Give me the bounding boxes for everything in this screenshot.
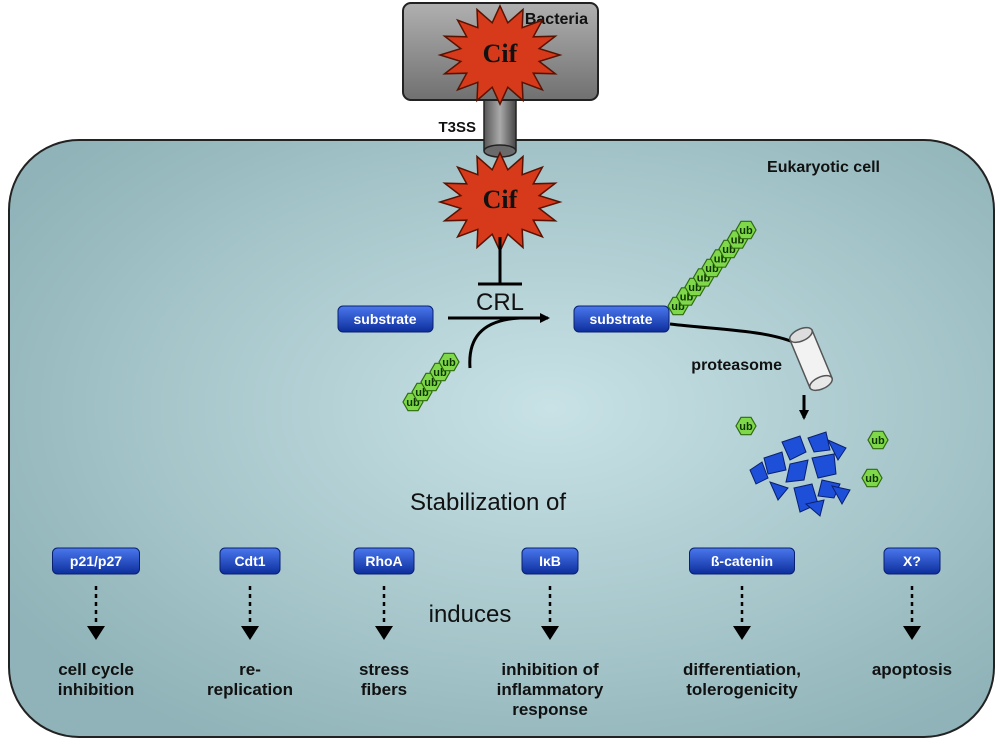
protein-label: ß-catenin <box>711 553 773 569</box>
outcome-label: response <box>512 700 588 719</box>
cell-label: Eukaryotic cell <box>767 159 880 176</box>
crl-label: CRL <box>476 289 524 316</box>
target-column: ß-catenin differentiation,tolerogenicity <box>683 547 801 699</box>
ub-label: ub <box>871 435 885 447</box>
outcome-label: stress <box>359 660 409 679</box>
ub-label: ub <box>442 357 456 369</box>
outcome-label: cell cycle <box>58 660 134 679</box>
cif-burst-bacteria <box>437 4 563 106</box>
outcome-label: re- <box>239 660 261 679</box>
proteasome-label: proteasome <box>691 357 782 374</box>
protein-label: IκB <box>539 553 561 569</box>
induces-arrow-head <box>87 626 105 640</box>
degradation-line <box>669 322 801 347</box>
ub-chain-left-unit: ub <box>438 352 460 372</box>
substrate-label-left: substrate <box>353 311 416 327</box>
protein-box <box>219 547 281 575</box>
substrate-label-right: substrate <box>589 311 652 327</box>
cif-label-bacteria: Cif <box>483 39 518 68</box>
outcome-label: inhibition of <box>501 660 599 679</box>
protein-box <box>521 547 579 575</box>
ub-label: ub <box>739 421 753 433</box>
ub-chain-right-unit: ub <box>735 220 757 240</box>
ub-chain-feed-line <box>468 316 521 369</box>
stabilization-label: Stabilization of <box>410 489 566 516</box>
induces-arrow-head <box>733 626 751 640</box>
cif-label-cell: Cif <box>483 185 518 214</box>
induces-arrow-head <box>375 626 393 640</box>
induces-arrow-head <box>241 626 259 640</box>
substrate-box-left <box>337 305 434 333</box>
ub-label: ub <box>739 225 753 237</box>
outcome-label: fibers <box>361 680 407 699</box>
target-column: X? apoptosis <box>872 547 952 679</box>
t3ss-channel <box>483 99 517 151</box>
ub-free: ub <box>735 416 757 436</box>
outcome-label: inflammatory <box>497 680 604 699</box>
outcome-label: apoptosis <box>872 660 952 679</box>
ub-label: ub <box>865 473 879 485</box>
outcome-label: differentiation, <box>683 660 801 679</box>
outcome-label: inhibition <box>58 680 134 699</box>
protein-label: X? <box>903 553 921 569</box>
t3ss-label: T3SS <box>438 119 476 136</box>
induces-arrow-head <box>903 626 921 640</box>
ub-free: ub <box>861 468 883 488</box>
outcome-label: replication <box>207 680 293 699</box>
ub-free: ub <box>867 430 889 450</box>
protein-label: RhoA <box>365 553 402 569</box>
protein-box <box>883 547 941 575</box>
induces-arrow-head <box>541 626 559 640</box>
protein-label: Cdt1 <box>234 553 265 569</box>
target-column: Cdt1 re-replication <box>207 547 293 699</box>
outcome-label: tolerogenicity <box>686 680 798 699</box>
protein-box <box>353 547 415 575</box>
protein-box <box>52 547 140 575</box>
substrate-box-right <box>573 305 670 333</box>
protein-label: p21/p27 <box>70 553 122 569</box>
induces-label: induces <box>429 601 512 628</box>
proteasome-icon <box>789 326 833 392</box>
protein-box <box>689 547 795 575</box>
degraded-fragments <box>749 431 851 517</box>
